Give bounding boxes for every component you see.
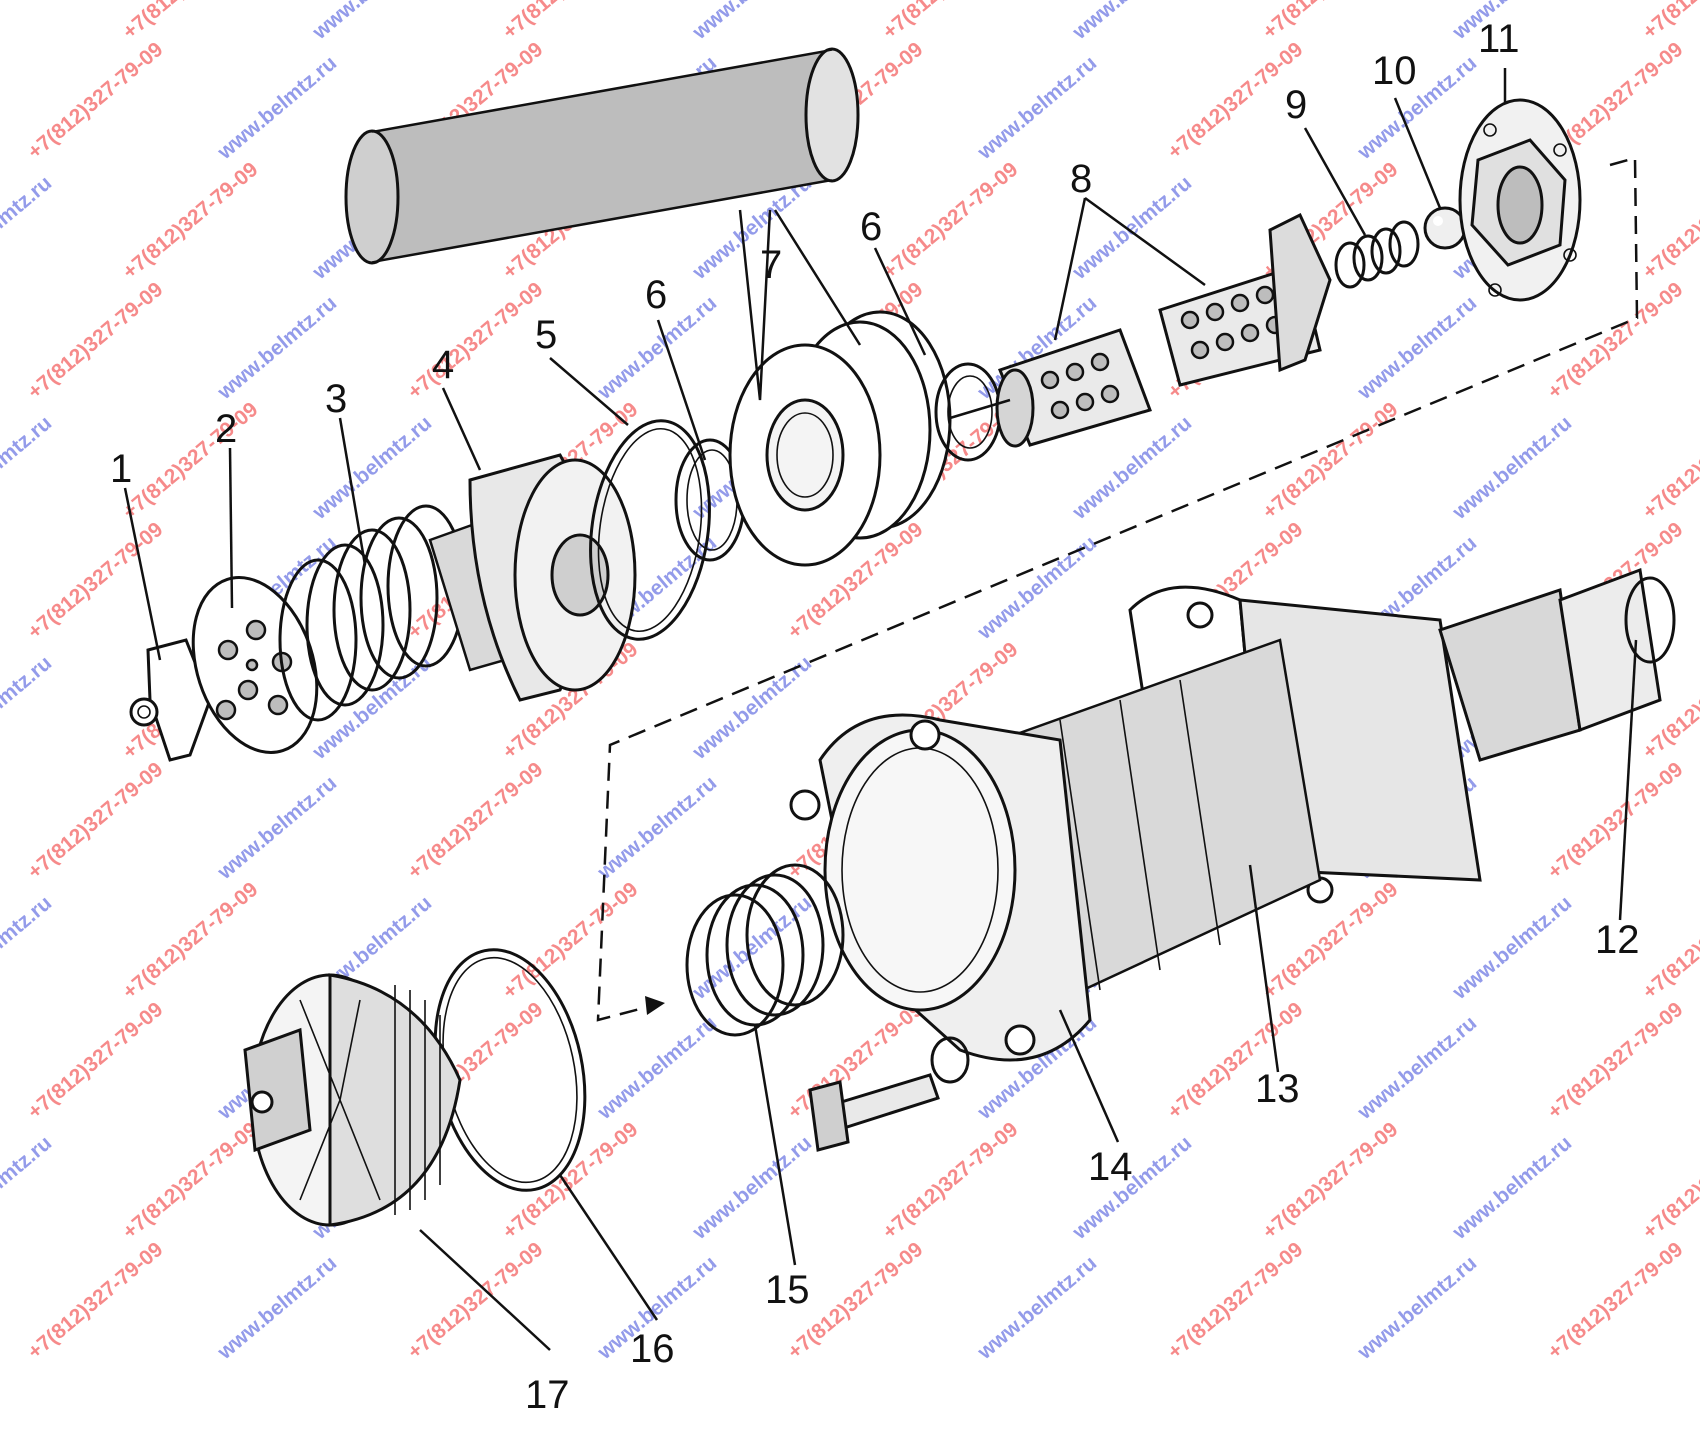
watermark-text: +7(812)327-79-09 — [1638, 878, 1700, 1004]
watermark-text: +7(812)327-79-09 — [23, 998, 167, 1124]
watermark-text: www.belmtz.ru — [973, 51, 1101, 164]
watermark-text: www.belmtz.ru — [0, 411, 56, 524]
flanged-nut — [1458, 98, 1582, 302]
watermark-text: www.belmtz.ru — [1353, 1251, 1481, 1364]
watermark-text: +7(812)327-79-09 — [1543, 1238, 1687, 1364]
callout-12: 12 — [1595, 918, 1640, 962]
callout-7: 7 — [760, 243, 782, 287]
watermark-text: +7(812)327-79-09 — [498, 0, 642, 44]
callout-11: 11 — [1478, 17, 1520, 61]
watermark-text: www.belmtz.ru — [593, 771, 721, 884]
watermark-text: +7(812)327-79-09 — [878, 158, 1022, 284]
assembly-arrow-head — [645, 996, 665, 1015]
leader-lines — [123, 68, 1638, 1351]
callout-13: 13 — [1255, 1067, 1300, 1111]
perforated-disc — [191, 576, 319, 754]
callout-5: 5 — [535, 313, 557, 357]
watermark-text: +7(812)327-79-09 — [118, 0, 262, 44]
watermark-text: +7(812)327-79-09 — [1543, 278, 1687, 404]
watermark-text: +7(812)327-79-09 — [403, 1238, 547, 1364]
watermark-text: +7(812)327-79-09 — [23, 758, 167, 884]
assembly-path-line — [596, 156, 1639, 1022]
watermark-text: +7(812)327-79-09 — [878, 1118, 1022, 1244]
callout-8: 8 — [1070, 157, 1092, 201]
bolt — [808, 1036, 970, 1152]
callout-2: 2 — [215, 407, 237, 451]
watermark-text: +7(812)327-79-09 — [1638, 398, 1700, 524]
spring-15 — [685, 863, 845, 1037]
watermark-text: www.belmtz.ru — [0, 171, 56, 284]
callout-10: 10 — [1372, 49, 1417, 93]
callout-6b: 6 — [860, 205, 882, 249]
watermark-text: +7(812)327-79-09 — [498, 1118, 642, 1244]
watermark-text: www.belmtz.ru — [0, 1131, 56, 1244]
watermark-text: www.belmtz.ru — [688, 0, 816, 44]
watermark-text: +7(812)327-79-09 — [23, 38, 167, 164]
valve-spring-9 — [1334, 220, 1420, 289]
watermark-text: www.belmtz.ru — [593, 1011, 721, 1124]
watermark-text: +7(812)327-79-09 — [118, 158, 262, 284]
watermark-text: www.belmtz.ru — [213, 1251, 341, 1364]
cover-plug — [243, 973, 462, 1227]
watermark-text: +7(812)327-79-09 — [1638, 158, 1700, 284]
watermark-text: www.belmtz.ru — [1353, 1011, 1481, 1124]
watermark-text: www.belmtz.ru — [1448, 1131, 1576, 1244]
watermark-text: +7(812)327-79-09 — [118, 1118, 262, 1244]
watermark-text: www.belmtz.ru — [973, 1251, 1101, 1364]
callout-16: 16 — [630, 1327, 675, 1371]
watermark-text: www.belmtz.ru — [688, 1131, 816, 1244]
watermark-text: +7(812)327-79-09 — [1163, 1238, 1307, 1364]
watermark-text: +7(812)327-79-09 — [1258, 0, 1402, 44]
watermark-text: www.belmtz.ru — [1448, 411, 1576, 524]
callout-14: 14 — [1088, 1145, 1133, 1189]
callout-15: 15 — [765, 1268, 810, 1312]
watermark-text: www.belmtz.ru — [0, 0, 56, 44]
watermark-text: +7(812)327-79-09 — [1638, 1118, 1700, 1244]
watermark-text: +7(812)327-79-09 — [403, 758, 547, 884]
callout-labels: 1 2 3 4 5 6 6 7 8 9 10 11 12 13 14 15 16… — [110, 17, 1640, 1417]
watermark-text: www.belmtz.ru — [213, 291, 341, 404]
watermark-text: +7(812)327-79-09 — [23, 278, 167, 404]
valve-body — [428, 453, 637, 702]
watermark-text: +7(812)327-79-09 — [1258, 1118, 1402, 1244]
o-ring-5 — [589, 419, 711, 641]
lock-plate — [129, 638, 212, 762]
callout-1: 1 — [110, 447, 132, 491]
watermark-text: www.belmtz.ru — [1448, 891, 1576, 1004]
callout-17: 17 — [525, 1373, 570, 1417]
watermark-text: www.belmtz.ru — [308, 0, 436, 44]
watermark-text: +7(812)327-79-09 — [23, 518, 167, 644]
callout-9: 9 — [1285, 83, 1307, 127]
watermark-text: +7(812)327-79-09 — [118, 878, 262, 1004]
callout-3: 3 — [325, 377, 347, 421]
watermark-text: +7(812)327-79-09 — [1638, 0, 1700, 44]
watermark-text: www.belmtz.ru — [0, 891, 56, 1004]
watermark-text: www.belmtz.ru — [1353, 291, 1481, 404]
check-ball — [1423, 206, 1467, 250]
watermark-text: +7(812)327-79-09 — [1258, 398, 1402, 524]
watermark-text: www.belmtz.ru — [0, 651, 56, 764]
watermark-text: www.belmtz.ru — [213, 51, 341, 164]
spring-3 — [278, 504, 466, 722]
watermark-text: +7(812)327-79-09 — [118, 398, 262, 524]
perforated-tubes — [949, 212, 1332, 448]
watermark-text: +7(812)327-79-09 — [1543, 998, 1687, 1124]
callout-4: 4 — [432, 343, 454, 387]
watermark-text: +7(812)327-79-09 — [878, 0, 1022, 44]
watermark-text: +7(812)327-79-09 — [23, 1238, 167, 1364]
watermark-text: +7(812)327-79-09 — [403, 278, 547, 404]
callout-6a: 6 — [645, 273, 667, 317]
watermark-text: www.belmtz.ru — [213, 771, 341, 884]
watermark-text: +7(812)327-79-09 — [1543, 758, 1687, 884]
watermark-text: www.belmtz.ru — [1068, 0, 1196, 44]
filter-discs — [728, 310, 952, 567]
filter-housing — [789, 567, 1676, 1062]
filter-cartridge — [344, 47, 860, 265]
watermark-text: +7(812)327-79-09 — [498, 878, 642, 1004]
